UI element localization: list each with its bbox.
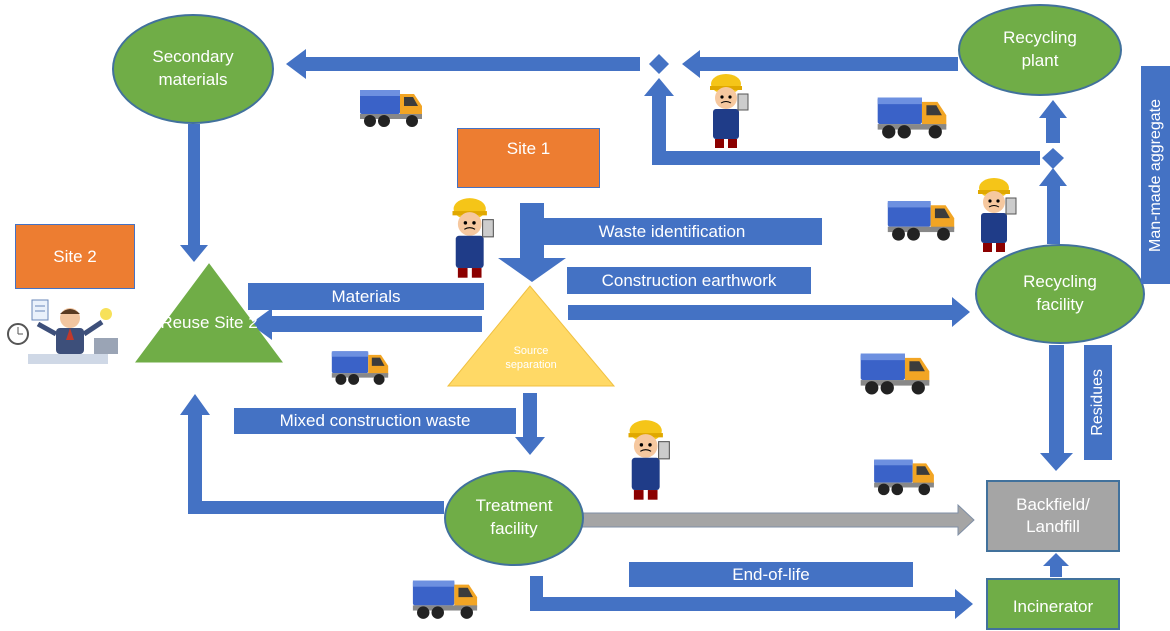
residues-label: Residues: [1084, 345, 1112, 460]
construction-worker-icon: [452, 198, 494, 278]
mixed-construction-waste-label: Mixed construction waste: [234, 408, 516, 434]
junction-diamond-top: [649, 54, 669, 74]
dump-truck-icon: [860, 353, 930, 395]
dump-truck-icon: [887, 201, 955, 241]
dump-truck-icon: [412, 580, 478, 619]
arrow-treatment-to-reuse-v: [180, 394, 210, 514]
arrow-plant-to-diamond: [682, 50, 958, 78]
site1-box: Site 1: [457, 128, 600, 188]
arrow-diamond-to-secondary: [286, 49, 640, 79]
dump-truck-icon: [360, 90, 422, 127]
arrow-recycling-to-landfill: [1040, 345, 1073, 471]
busy-manager-icon: [7, 299, 118, 364]
recycling-plant-node: Recycling plant: [958, 4, 1122, 96]
junction-diamond-right: [1042, 148, 1064, 169]
materials-label: Materials: [248, 283, 484, 310]
arrow-bypass-up: [644, 78, 674, 165]
construction-earthwork-label: Construction earthwork: [567, 267, 811, 294]
secondary-materials-node: Secondary materials: [112, 14, 274, 124]
construction-worker-icon: [628, 420, 670, 500]
reuse-site2-label: Reuse Site 2: [160, 313, 258, 332]
dump-truck-icon: [877, 97, 947, 139]
incinerator-box: Incinerator: [986, 578, 1120, 630]
arrow-bypass-horizontal: [652, 151, 1040, 165]
end-of-life-label: End-of-life: [629, 562, 913, 587]
arrow-separation-to-reuse: [250, 308, 482, 340]
man-made-aggregate-label: Man-made aggregate: [1141, 66, 1170, 284]
arrow-incinerator-to-landfill: [1043, 553, 1069, 577]
backfield-landfill-box: Backfield/ Landfill: [986, 480, 1120, 552]
construction-worker-icon: [978, 178, 1017, 252]
arrow-recycling-to-diamond: [1039, 168, 1067, 244]
source-separation-label: Source separation: [505, 345, 557, 372]
treatment-facility-node: Treatment facility: [444, 470, 584, 566]
arrow-secondary-to-reuse: [180, 124, 208, 262]
arrow-treatment-to-reuse-h: [188, 501, 444, 514]
arrow-treatment-to-landfill: [581, 503, 975, 537]
construction-worker-icon: [710, 74, 749, 148]
source-separation-triangle: [446, 285, 616, 387]
arrow-diamond-to-plant: [1039, 100, 1067, 143]
site2-box: Site 2: [15, 224, 135, 289]
reuse-triangle: [135, 263, 283, 363]
recycling-facility-node: Recycling facility: [975, 244, 1145, 344]
dump-truck-icon: [331, 351, 389, 385]
dump-truck-icon: [874, 459, 934, 496]
arrow-separation-to-recycling: [568, 297, 970, 327]
arrow-to-incinerator-h: [530, 589, 973, 619]
waste-identification-label: Waste identification: [522, 218, 822, 245]
arrow-separation-to-treatment: [515, 393, 545, 455]
